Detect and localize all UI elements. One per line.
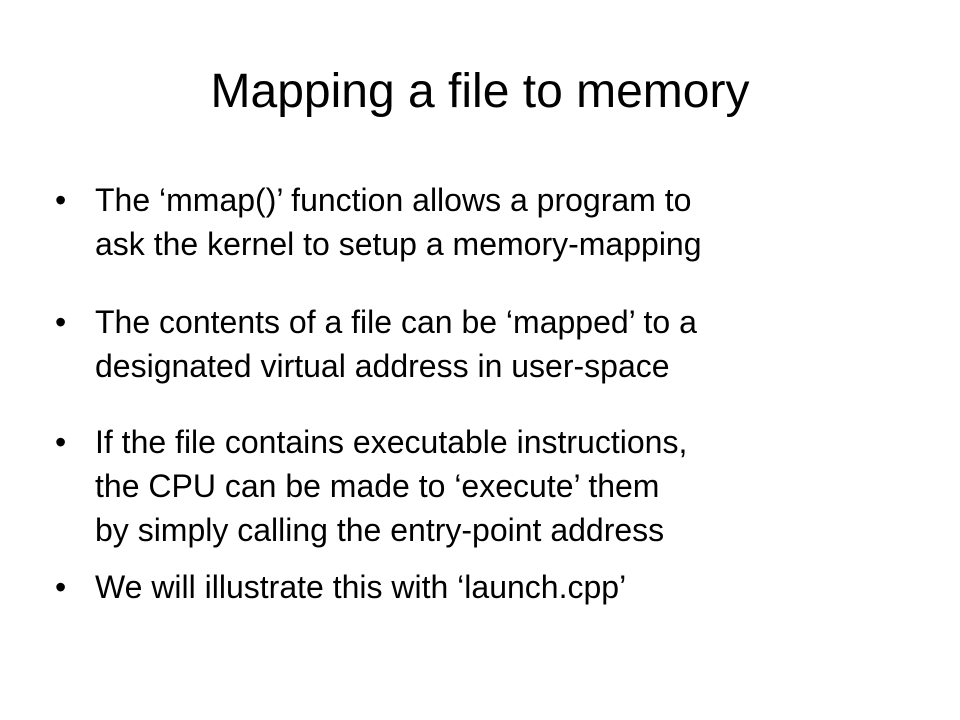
bullet-item: • The ‘mmap()’ function allows a program… [55,178,915,266]
bullet-icon: • [55,424,67,460]
bullet-line: designated virtual address in user-space [95,348,670,384]
bullet-line: by simply calling the entry-point addres… [95,512,665,548]
bullet-icon: • [55,304,67,340]
bullet-line: ask the kernel to setup a memory-mapping [95,226,702,262]
bullet-line: The contents of a file can be ‘mapped’ t… [95,304,697,340]
bullet-item: • We will illustrate this with ‘launch.c… [55,565,915,609]
bullet-item: • If the file contains executable instru… [55,420,915,552]
bullet-icon: • [55,182,67,218]
bullet-icon: • [55,569,67,605]
bullet-line: If the file contains executable instruct… [95,424,688,460]
slide-title: Mapping a file to memory [210,65,750,118]
bullet-line: the CPU can be made to ‘execute’ them [95,468,660,504]
bullet-item: • The contents of a file can be ‘mapped’… [55,300,915,388]
bullet-line: We will illustrate this with ‘launch.cpp… [95,569,627,605]
bullet-line: The ‘mmap()’ function allows a program t… [95,182,692,218]
